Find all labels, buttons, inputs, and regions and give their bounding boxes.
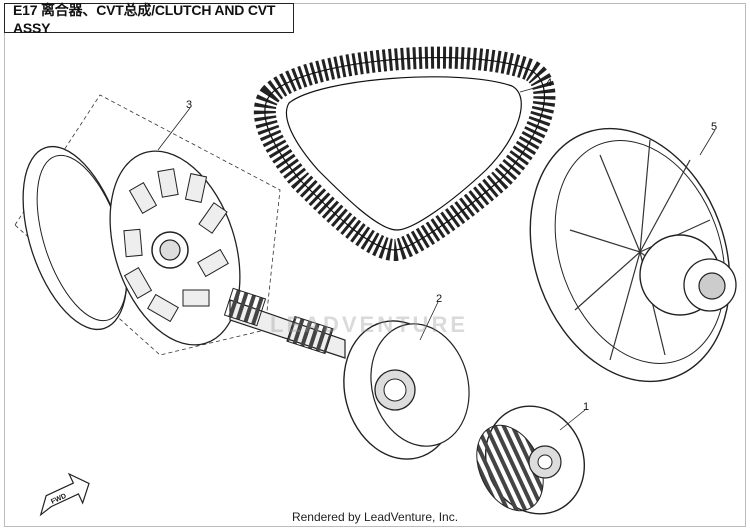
diagram-title: E17 离合器、CVT总成/CLUTCH AND CVT ASSY xyxy=(4,2,294,36)
callout-part-4: 4 xyxy=(546,77,552,89)
watermark: LEADVENTURE xyxy=(270,312,469,337)
drive-belt[interactable] xyxy=(253,46,556,262)
diagram-frame xyxy=(4,3,746,527)
callout-part-1: 1 xyxy=(583,401,589,413)
clutch-drum-shaft[interactable] xyxy=(223,287,483,471)
rendered-by-footer: Rendered by LeadVenture, Inc. xyxy=(291,510,459,524)
callout-part-3: 3 xyxy=(186,99,192,111)
centrifugal-clutch[interactable] xyxy=(464,390,602,530)
callout-part-2: 2 xyxy=(436,293,442,305)
secondary-clutch-assy[interactable] xyxy=(496,100,750,409)
leader-lines xyxy=(157,84,716,431)
callout-part-5: 5 xyxy=(711,121,717,133)
primary-clutch-assy[interactable] xyxy=(3,94,281,362)
